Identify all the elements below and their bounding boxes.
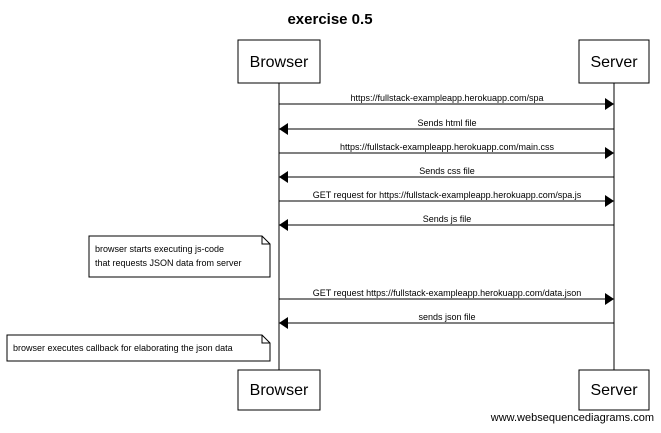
message-label: https://fullstack-exampleapp.herokuapp.c… xyxy=(340,142,555,152)
arrowhead xyxy=(605,195,614,207)
browser-actor-bottom: Browser xyxy=(237,369,321,411)
arrowhead xyxy=(279,171,288,183)
message-label: GET request https://fullstack-exampleapp… xyxy=(313,288,581,298)
browser-actor-top: Browser xyxy=(237,39,321,84)
message-3: https://fullstack-exampleapp.herokuapp.c… xyxy=(279,142,614,159)
note-line: that requests JSON data from server xyxy=(95,258,242,268)
note-2: browser executes callback for elaboratin… xyxy=(6,334,271,362)
message-4: Sends css file xyxy=(279,166,614,183)
message-label: Sends css file xyxy=(419,166,475,176)
arrowhead xyxy=(605,293,614,305)
message-label: Sends js file xyxy=(423,214,472,224)
server-actor-top: Server xyxy=(578,39,650,84)
server-actor-top-label: Server xyxy=(590,54,638,71)
browser-actor-top-label: Browser xyxy=(250,54,309,71)
note-line: browser executes callback for elaboratin… xyxy=(13,343,233,353)
message-label: https://fullstack-exampleapp.herokuapp.c… xyxy=(350,93,543,103)
message-8: sends json file xyxy=(279,312,614,329)
arrowhead xyxy=(605,98,614,110)
diagram-title: exercise 0.5 xyxy=(287,11,372,28)
message-label: sends json file xyxy=(418,312,475,322)
message-2: Sends html file xyxy=(279,118,614,135)
message-label: GET request for https://fullstack-exampl… xyxy=(313,190,582,200)
message-7: GET request https://fullstack-exampleapp… xyxy=(279,288,614,305)
server-actor-bottom-label: Server xyxy=(590,382,638,399)
note-line: browser starts executing js-code xyxy=(95,244,224,254)
watermark-credit: www.websequencediagrams.com xyxy=(490,412,654,424)
arrowhead xyxy=(279,317,288,329)
note-1: browser starts executing js-code that re… xyxy=(88,235,271,278)
arrowhead xyxy=(605,147,614,159)
arrowhead xyxy=(279,123,288,135)
server-actor-bottom: Server xyxy=(578,369,650,411)
arrowhead xyxy=(279,219,288,231)
message-5: GET request for https://fullstack-exampl… xyxy=(279,190,614,207)
note-fold xyxy=(261,236,270,245)
message-label: Sends html file xyxy=(417,118,476,128)
browser-actor-bottom-label: Browser xyxy=(250,382,309,399)
message-1: https://fullstack-exampleapp.herokuapp.c… xyxy=(279,93,614,110)
note-fold xyxy=(261,335,270,344)
message-6: Sends js file xyxy=(279,214,614,231)
